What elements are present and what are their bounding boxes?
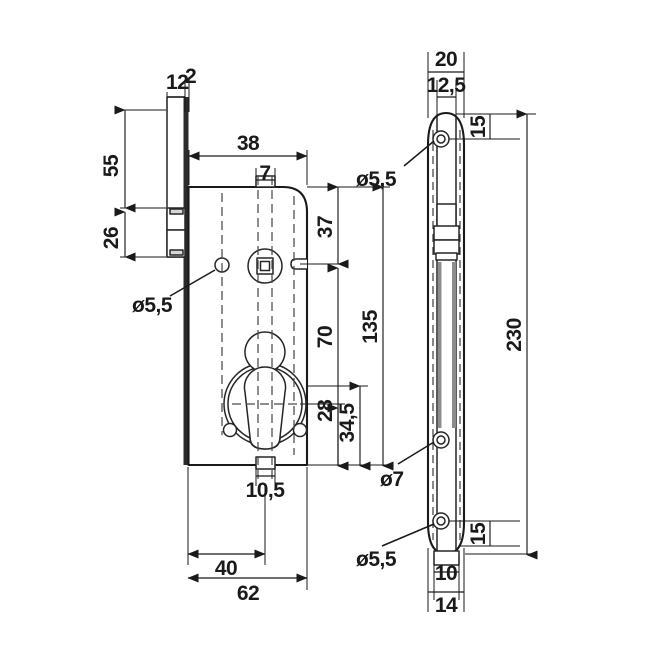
dim-top-hole-offset: 15 xyxy=(467,115,490,138)
side-hidden-lines xyxy=(432,130,461,540)
dim-spindle-slot: 7 xyxy=(259,162,270,185)
dim-cylinder-offset: 34,5 xyxy=(336,403,359,443)
dim-cylinder-to-bottom: 28 xyxy=(314,399,337,422)
side-bottom-fixing-hole xyxy=(432,512,450,530)
side-top-fixing-hole xyxy=(432,130,450,148)
side-mid-hole xyxy=(432,431,450,449)
callout-front-fixing-hole: ø5,5 xyxy=(132,294,173,317)
dim-latch-height: 26 xyxy=(100,227,123,249)
dim-latch-top-offset: 55 xyxy=(100,154,123,177)
dim-faceplate-outer-width: 14 xyxy=(435,594,458,617)
dim-faceplate-width: 12 xyxy=(166,71,188,94)
side-mid-hole-leader xyxy=(397,441,435,465)
side-top-hole-leader xyxy=(403,140,435,167)
dim-faceplate-thickness: 2 xyxy=(185,65,196,88)
front-view xyxy=(166,96,309,480)
dimensions-side: 20 12,5 15 230 15 xyxy=(356,48,538,617)
dim-case-length: 230 xyxy=(503,318,526,352)
dim-case-inner-width: 12,5 xyxy=(427,74,467,97)
dim-spindle-from-edge: 38 xyxy=(237,132,260,155)
dim-top-to-spindle: 37 xyxy=(314,216,337,238)
dim-case-width: 20 xyxy=(435,48,457,71)
faceplate xyxy=(166,96,189,465)
dim-faceplate-face-width: 10 xyxy=(435,562,457,585)
dim-cylinder-width: 10,5 xyxy=(246,479,286,502)
dim-backset: 40 xyxy=(215,557,237,580)
side-body-slot xyxy=(437,262,456,428)
dim-body-depth: 62 xyxy=(237,582,259,605)
dim-overall-body-height: 135 xyxy=(359,309,382,343)
side-view xyxy=(426,111,466,566)
side-latch-block xyxy=(433,203,460,261)
callout-side-bottom-hole: ø5,5 xyxy=(356,548,397,571)
dim-bottom-hole-offset: 15 xyxy=(467,522,490,545)
dimensions-front: 12 2 55 26 38 7 37 xyxy=(100,65,394,605)
spindle-hole xyxy=(247,248,283,284)
front-fixing-hole-leader xyxy=(169,269,216,297)
callout-side-mid-hole: ø7 xyxy=(380,468,404,491)
dim-spindle-to-cylinder: 70 xyxy=(314,326,337,348)
callout-side-top-hole: ø5,5 xyxy=(356,168,397,191)
cylinder-bottom-tab xyxy=(255,456,276,470)
front-center-lines xyxy=(221,176,300,480)
side-bottom-hole-leader xyxy=(381,523,435,547)
